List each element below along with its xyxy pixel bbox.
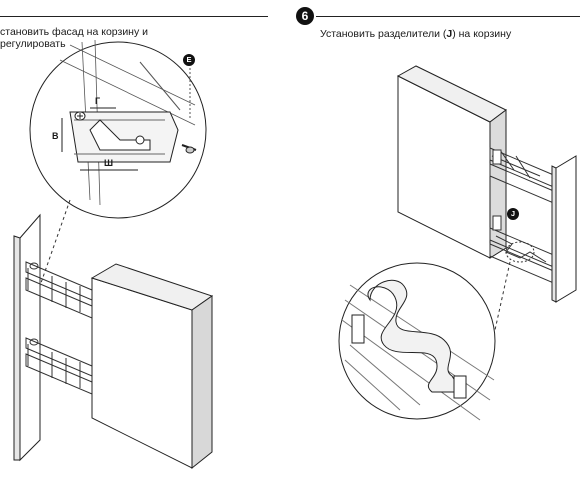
dimension-label-g: Г (95, 96, 101, 106)
right-caption: Установить разделители (J) на корзину (320, 28, 511, 41)
left-side-panel (13, 213, 41, 462)
left-front-panel (90, 263, 214, 470)
right-caption-prefix: Установить разделители ( (320, 28, 447, 40)
right-caption-bold: J (446, 28, 453, 40)
left-illustration (13, 39, 214, 470)
dimension-label-sh: Ш (104, 158, 114, 168)
dimension-label-v: В (52, 131, 59, 141)
right-caption-suffix: ) на корзину (452, 28, 512, 40)
right-baskets (489, 147, 557, 285)
step-number-badge: 6 (296, 7, 314, 25)
screw-callout-e: E (183, 54, 195, 66)
right-side-panel (551, 155, 577, 303)
left-detail-circle (29, 39, 207, 219)
left-caption-line-2: регулировать (0, 38, 66, 50)
left-caption-line-1: станoвить фасад на корзину и (0, 26, 149, 38)
right-front-panel (396, 65, 507, 259)
left-header-rule (0, 16, 268, 17)
right-detail-circle (338, 262, 496, 421)
right-header-rule (316, 16, 580, 17)
divider-callout-j: J (507, 208, 519, 220)
